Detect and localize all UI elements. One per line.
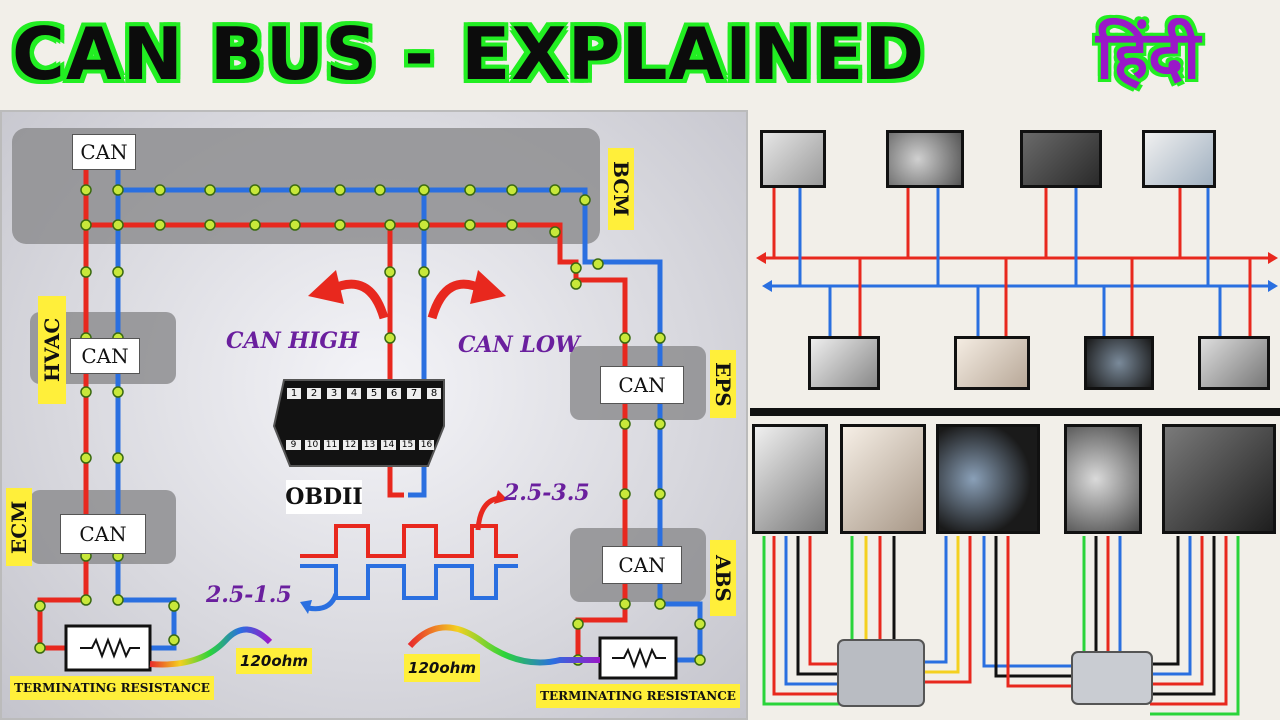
bcm-plate (12, 128, 600, 244)
ecu-thumbnail (760, 130, 826, 188)
module-thumbnail (1198, 336, 1270, 390)
obd-pin: 7 (407, 388, 421, 399)
can-box-bcm: CAN (72, 134, 136, 170)
obd-pin: 13 (362, 440, 377, 450)
obd-pin: 2 (307, 388, 321, 399)
ecu-module-right (1071, 651, 1153, 705)
instrument-cluster-photo (936, 424, 1040, 534)
resistor-icon (80, 637, 140, 659)
engine-photo (1162, 424, 1276, 534)
door-panel-thumbnail (954, 336, 1030, 390)
terminating-resistance-label-right: TERMINATING RESISTANCE (536, 684, 740, 708)
engine-thumbnail (1020, 130, 1102, 188)
obd-pins-bottom: 9 10 11 12 13 14 15 16 (284, 440, 436, 450)
page-title: CAN BUS - EXPLAINED (12, 12, 926, 96)
page-title-hindi: हिंदी (1096, 17, 1201, 94)
rainbow-wire-right (407, 624, 600, 666)
voltage-low-arrow (307, 593, 339, 612)
obd-pin: 14 (381, 440, 396, 450)
obd-pin: 15 (400, 440, 415, 450)
obd-pin: 11 (324, 440, 339, 450)
can-box-ecm: CAN (60, 514, 146, 554)
node-label-abs: ABS (710, 540, 736, 616)
rainbow-wire-left (149, 626, 273, 668)
key-fob-thumbnail (808, 336, 880, 390)
arrow-right-head (470, 270, 506, 304)
panel-divider (750, 408, 1280, 416)
obd-pin: 5 (367, 388, 381, 399)
node-label-bcm: BCM (608, 148, 634, 230)
obd-pin: 16 (419, 440, 434, 450)
node-dots (34, 184, 706, 666)
voltage-low-label: 2.5-1.5 (206, 582, 292, 608)
node-label-ecm: ECM (6, 488, 32, 566)
obd-pin: 4 (347, 388, 361, 399)
obd-pins-top: 1 2 3 4 5 6 7 8 (284, 388, 444, 399)
obd-pin: 1 (287, 388, 301, 399)
obd-label: OBDII (285, 480, 363, 514)
ecu-module-left (837, 639, 925, 707)
obd-pin: 12 (343, 440, 358, 450)
door-panel-photo (840, 424, 926, 534)
can-low-label: CAN LOW (458, 332, 580, 358)
title-banner: CAN BUS - EXPLAINED हिंदी (8, 2, 1280, 102)
can-box-eps: CAN (600, 366, 684, 404)
obd-pin: 8 (427, 388, 441, 399)
voltage-high-label: 2.5-3.5 (504, 480, 590, 506)
node-label-hvac: HVAC (38, 296, 66, 404)
can-signal-waveform (300, 524, 518, 600)
obd-pin: 6 (387, 388, 401, 399)
obd-pin: 9 (286, 440, 301, 450)
transmission-thumbnail (886, 130, 964, 188)
obd-pin: 10 (305, 440, 320, 450)
transmission-photo (1064, 424, 1142, 534)
can-high-label: CAN HIGH (226, 328, 359, 354)
can-box-abs: CAN (602, 546, 682, 584)
node-label-eps: EPS (710, 350, 736, 418)
can-box-hvac: CAN (70, 338, 140, 374)
resistance-label-right: 120ohm (404, 654, 480, 682)
instrument-cluster-thumbnail (1084, 336, 1154, 390)
harness-wires (762, 536, 1240, 716)
arrow-left-head (308, 270, 344, 304)
obd-pin: 3 (327, 388, 341, 399)
resistance-label-left: 120ohm (236, 648, 312, 674)
terminating-resistance-label-left: TERMINATING RESISTANCE (10, 676, 214, 700)
bus-lines-top-right (756, 186, 1278, 336)
wiring-thumbnail (1142, 130, 1216, 188)
key-fob-photo (752, 424, 828, 534)
